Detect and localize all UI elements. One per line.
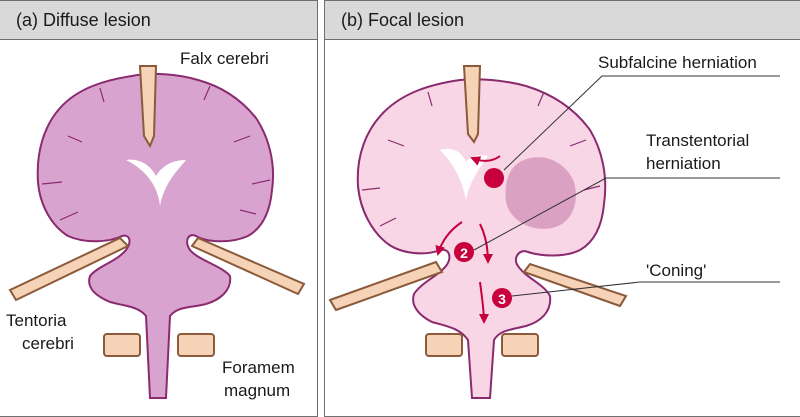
foramen-bone-right <box>177 333 215 357</box>
gyri-lines <box>361 91 601 227</box>
falx-cerebri <box>138 65 158 149</box>
foramen-bone-left <box>103 333 141 357</box>
foramen-bone-left <box>425 333 463 357</box>
tentorium-left <box>328 260 444 312</box>
tentoria-label-line1: Tentoria <box>6 311 67 330</box>
subfalcine-marker <box>484 168 504 188</box>
falx-cerebri <box>462 65 482 144</box>
tentorium-right <box>522 262 628 308</box>
foramen-bone-right <box>501 333 539 357</box>
brain-diffuse <box>36 72 274 399</box>
transtentorial-label-line1: Transtentorial <box>646 131 750 150</box>
panel-header: (b) Focal lesion <box>325 1 800 40</box>
marker-3: 3 <box>492 288 512 308</box>
foramen-label-line1: Foramem <box>222 358 295 377</box>
foramen-label-line2: magnum <box>224 381 291 400</box>
leader-lines <box>473 75 780 297</box>
svg-text:3: 3 <box>498 291 506 307</box>
marker-2: 2 <box>454 242 474 262</box>
panel-title: (a) Diffuse lesion <box>16 10 151 30</box>
tentorium-right <box>190 236 306 296</box>
mass-lesion <box>505 157 576 229</box>
svg-text:2: 2 <box>460 245 468 261</box>
subfalcine-label: Subfalcine herniation <box>598 53 757 72</box>
ventricle <box>126 159 186 206</box>
gyri-lines <box>41 85 271 221</box>
panel-header: (a) Diffuse lesion <box>0 1 317 40</box>
transtentorial-label-line2: herniation <box>646 154 721 173</box>
tentoria-label-line2: cerebri <box>22 334 74 353</box>
herniation-arrows <box>435 155 501 324</box>
tentorium-left <box>8 236 130 302</box>
panel-title: (b) Focal lesion <box>341 10 465 30</box>
falx-cerebri-label: Falx cerebri <box>180 49 269 68</box>
coning-label: 'Coning' <box>646 261 707 280</box>
brain-focal <box>356 78 607 399</box>
